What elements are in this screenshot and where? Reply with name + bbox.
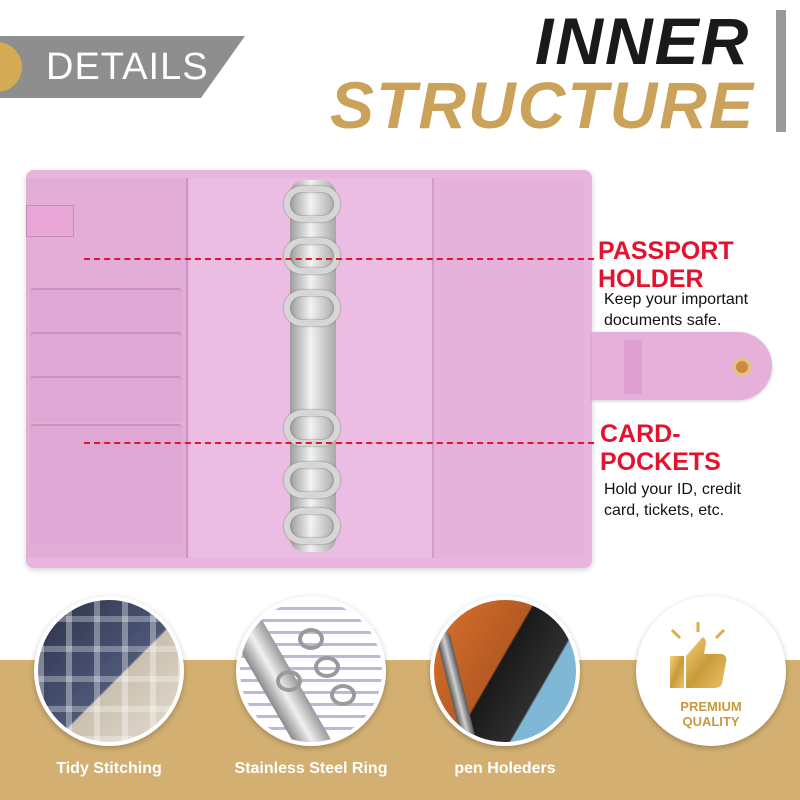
ring-detail: [298, 628, 324, 650]
title-structure: STRUCTURE: [330, 68, 755, 142]
binder-ring: [284, 410, 340, 446]
callout-desc-line: Hold your ID, credit: [604, 481, 741, 498]
passport-holder-title: PASSPORT HOLDER: [598, 237, 734, 293]
card-pockets-title: CARD- POCKETS: [600, 420, 721, 476]
binder-ring: [284, 186, 340, 222]
title-inner: INNER: [535, 4, 751, 78]
thumbs-up-icon: [670, 622, 727, 688]
ring-detail: [314, 656, 340, 678]
pen-elastic-loop: [26, 205, 74, 237]
passport-holder-desc: Keep your important documents safe.: [604, 290, 748, 332]
badge-line: QUALITY: [682, 713, 740, 729]
ring-detail: [276, 670, 302, 692]
feature-label-pen: pen Holeders: [454, 760, 556, 777]
callout-title-line: PASSPORT: [598, 237, 734, 265]
callout-title-line: HOLDER: [598, 265, 704, 293]
binder-ring: [284, 238, 340, 274]
card-slot: [30, 288, 182, 334]
details-label: DETAILS: [46, 46, 209, 88]
strap-band: [624, 340, 642, 394]
callout-title-line: POCKETS: [600, 448, 721, 476]
binder-ring: [284, 508, 340, 544]
card-slot: [30, 376, 182, 422]
badge-line: PREMIUM: [680, 699, 742, 714]
binder-ring: [284, 462, 340, 498]
steel-ring-photo: [236, 596, 386, 746]
premium-quality-text: PREMIUM QUALITY: [636, 699, 786, 730]
passport-pointer-line: [84, 258, 594, 260]
details-dot: [0, 42, 22, 92]
card-slot: [30, 332, 182, 378]
callout-desc-line: card, tickets, etc.: [604, 501, 725, 519]
title-accent-bar: [776, 10, 786, 132]
feature-label-ring: Stainless Steel Ring: [234, 760, 388, 777]
feature-label-stitching: Tidy Stitching: [56, 760, 162, 777]
pen-holder-photo: [430, 596, 580, 746]
card-pockets-pointer-line: [84, 442, 594, 444]
callout-title-line: CARD-: [600, 420, 681, 448]
binder-ring: [284, 290, 340, 326]
details-tab: [0, 36, 245, 98]
callout-desc-line: documents safe.: [604, 311, 722, 329]
binder-right-panel: [432, 178, 584, 558]
card-pockets-desc: Hold your ID, credit card, tickets, etc.: [604, 480, 741, 522]
snap-button-icon: [733, 358, 751, 376]
card-pocket: [30, 424, 182, 544]
fabric-stitching-photo: [34, 596, 184, 746]
ring-detail: [330, 684, 356, 706]
callout-desc-line: Keep your important: [604, 291, 749, 308]
